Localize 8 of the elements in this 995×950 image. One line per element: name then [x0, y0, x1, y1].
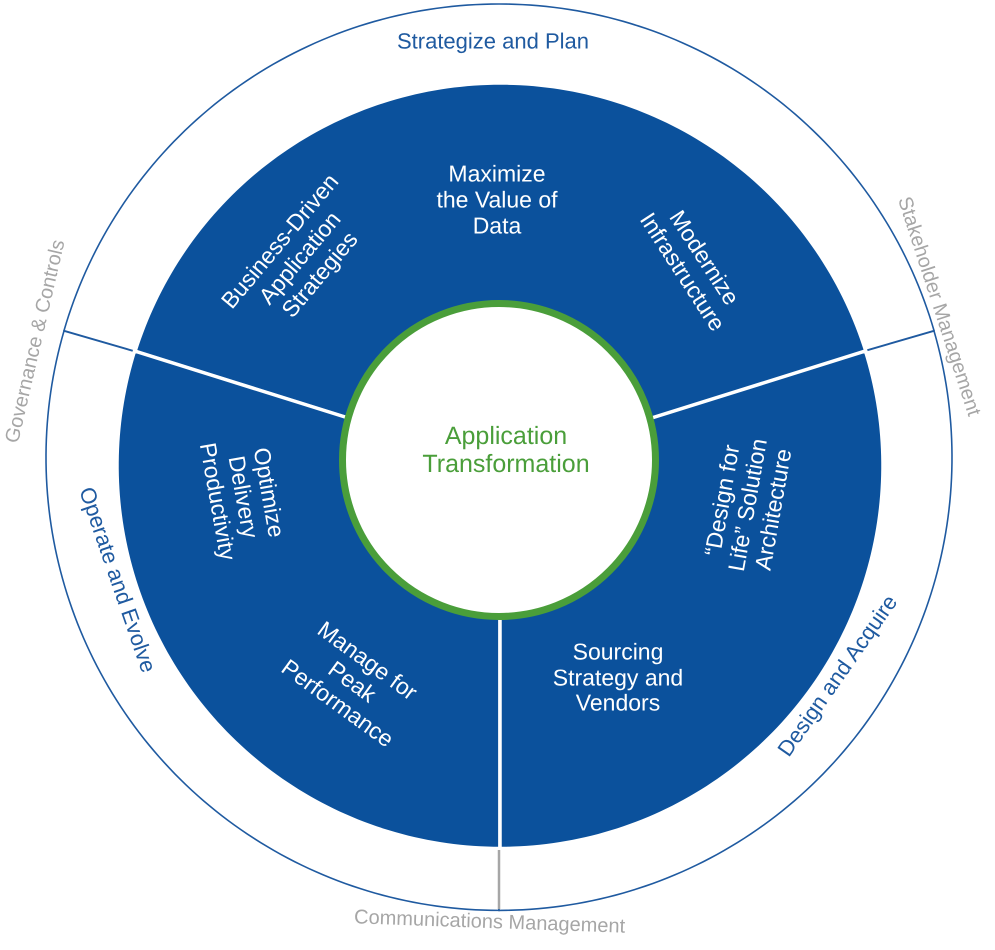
segment-title: Optimize Delivery Productivity	[194, 440, 291, 564]
segment-title: Sourcing Strategy and Vendors	[552, 639, 684, 717]
role-label: Communications Management	[354, 906, 626, 939]
segment-title: “Design for Life” Solution Architecture	[698, 435, 797, 576]
hub-title: Application Transformation	[421, 422, 591, 478]
segment-title: Maximize the Value of Data	[435, 161, 559, 239]
phase-title: Strategize and Plan	[396, 30, 590, 54]
phase-title: Operate and Evolve	[73, 482, 162, 678]
